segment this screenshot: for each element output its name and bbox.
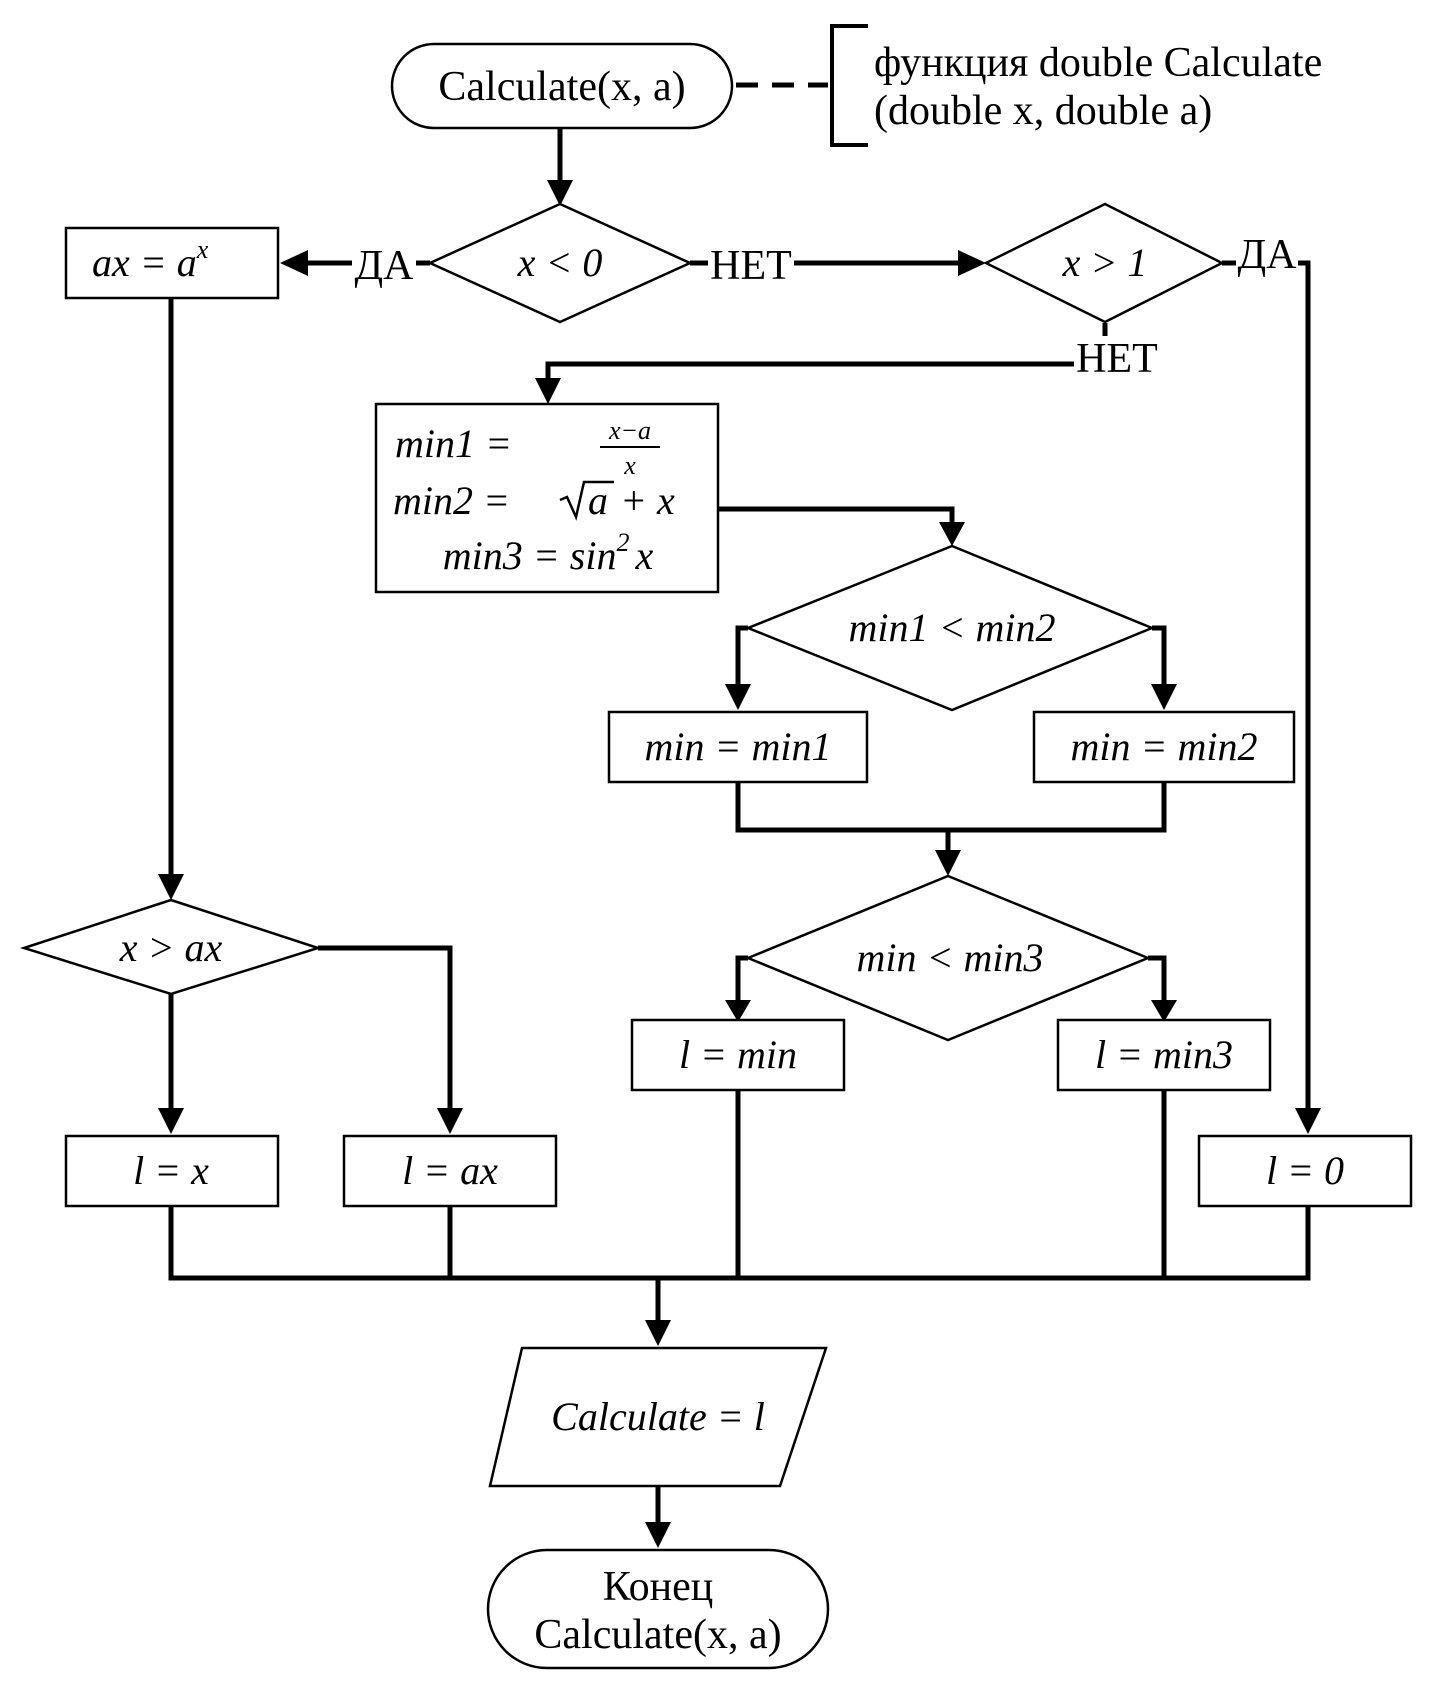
min2-radicand: a <box>588 478 608 523</box>
min2-lhs: min2 = <box>393 478 510 523</box>
arrowhead-to-decision1 <box>547 180 573 206</box>
decision-x-gt-ax <box>19 898 323 996</box>
start-label: Calculate(x, a) <box>438 64 685 110</box>
process-ax-box <box>64 226 280 300</box>
process-l-eq-0-box <box>1197 1134 1413 1208</box>
end-label-line-1: Конец <box>603 1564 714 1610</box>
process-min-eq-min1-box <box>607 710 869 784</box>
process-min-eq-min2-box <box>1032 710 1296 784</box>
l-eq-0-label: l = 0 <box>1266 1148 1344 1193</box>
min3-lhs: min3 = sin <box>443 533 617 578</box>
decision-x-lt-0-yes-label: ДА <box>355 243 415 289</box>
end-terminator <box>486 1548 830 1670</box>
decision-x-gt-1-no-label: НЕТ <box>1076 336 1158 382</box>
arrowhead-to-min1 <box>725 684 751 710</box>
min2-tail: + x <box>620 478 675 523</box>
start-terminator <box>390 42 734 130</box>
process-l-eq-min3-box <box>1056 1018 1272 1092</box>
l-eq-ax-label: l = ax <box>402 1148 498 1193</box>
connector-decision4-left <box>735 955 748 1002</box>
output-parallelogram <box>488 1346 828 1488</box>
decision-min-lt-min3 <box>744 874 1152 1042</box>
comment-line-1: функция double Calculate <box>874 40 1322 86</box>
l-eq-x-label: l = x <box>133 1148 209 1193</box>
process-ax-text: ax = ax <box>92 235 209 285</box>
end-label-line-2: Calculate(x, a) <box>534 1612 781 1658</box>
connector-decision2-no <box>545 323 1108 390</box>
arrowhead-to-min2 <box>1151 684 1177 710</box>
labels: Calculate(x, a) функция double Calculate… <box>92 40 1344 1658</box>
decision-x-lt-0-no-label: НЕТ <box>710 243 792 289</box>
min-eq-min2-label: min = min2 <box>1071 724 1258 769</box>
decision-x-lt-0-label: x < 0 <box>517 240 603 285</box>
connectors <box>168 24 1311 1526</box>
l-eq-min3-label: l = min3 <box>1095 1032 1233 1077</box>
min2-sqrt-sign <box>559 480 614 521</box>
arrowhead-to-ax <box>280 250 308 276</box>
decision-min1-lt-min2 <box>744 544 1156 712</box>
arrowhead-to-l-ax <box>437 1108 463 1134</box>
connector-decision5-right <box>318 945 453 1116</box>
arrowhead-to-decision5 <box>158 874 184 900</box>
shapes <box>19 42 1413 1670</box>
decision-x-gt-ax-label: x > ax <box>119 925 223 970</box>
min1-numerator: x−a <box>608 416 651 445</box>
decision-x-gt-1-label: x > 1 <box>1062 240 1148 285</box>
arrowhead-to-decision2 <box>958 250 986 276</box>
decision-x-lt-0 <box>426 202 694 324</box>
min1-denominator: x <box>623 451 636 480</box>
arrowhead-to-end <box>645 1522 671 1548</box>
process-ax-exp: x <box>196 235 209 264</box>
decision-min1-lt-min2-label: min1 < min2 <box>849 605 1056 650</box>
connector-decision3-right <box>1152 625 1167 686</box>
process-mins-box <box>374 402 720 594</box>
process-l-eq-min-box <box>630 1018 846 1092</box>
process-l-eq-ax-box <box>342 1134 558 1208</box>
arrowhead-to-l-x <box>158 1108 184 1134</box>
min1-lhs: min1 = <box>395 421 512 466</box>
connector-mins-to-decision3 <box>718 506 955 532</box>
comment-line-2: (double x, double a) <box>874 88 1212 134</box>
process-l-eq-x-box <box>64 1134 280 1208</box>
arrowhead-to-l-0 <box>1295 1108 1321 1134</box>
output-label: Calculate = l <box>551 1394 765 1439</box>
min-eq-min1-label: min = min1 <box>645 724 832 769</box>
decision-min-lt-min3-label: min < min3 <box>857 935 1044 980</box>
process-ax-lhs: ax = a <box>92 240 197 285</box>
connector-decision2-yes <box>1222 260 1311 1116</box>
connector-merge-mins <box>735 782 1167 833</box>
connector-decision3-left <box>735 625 748 686</box>
min3-tail: x <box>634 533 653 578</box>
connector-decision4-right <box>1148 955 1167 1002</box>
arrowhead-to-output <box>645 1320 671 1346</box>
arrowhead-to-l-min3 <box>1151 1000 1177 1022</box>
min3-exp: 2 <box>616 528 629 557</box>
decision-x-gt-1 <box>983 202 1225 324</box>
arrowheads <box>158 180 1321 1548</box>
arrowhead-to-decision3 <box>939 522 965 546</box>
arrowhead-to-decision4 <box>935 850 961 876</box>
l-eq-min-label: l = min <box>679 1032 797 1077</box>
arrowhead-to-l-min <box>725 1000 751 1022</box>
decision-x-gt-1-yes-label: ДА <box>1238 232 1298 278</box>
arrowhead-to-mins <box>535 378 561 404</box>
comment-bracket <box>830 24 868 147</box>
